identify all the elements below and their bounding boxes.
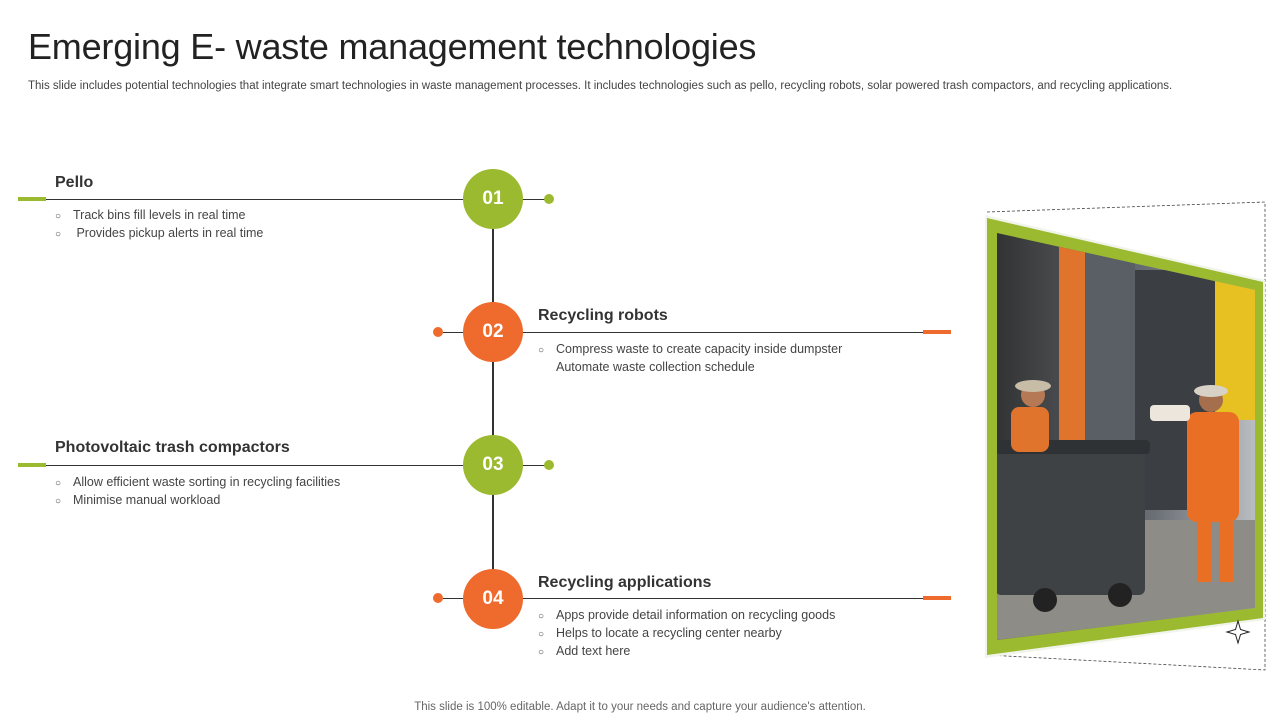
- item-1-accent: [18, 197, 46, 201]
- item-2-number: 02: [463, 302, 523, 362]
- list-item: Automate waste collection schedule: [556, 360, 755, 374]
- item-3-connector: [520, 465, 546, 466]
- list-item: ○Allow efficient waste sorting in recycl…: [55, 474, 340, 492]
- item-2-bullets: ○Compress waste to create capacity insid…: [538, 341, 842, 375]
- list-item: ○Track bins fill levels in real time: [55, 207, 263, 225]
- item-3-number: 03: [463, 435, 523, 495]
- item-1-bullets: ○Track bins fill levels in real time ○ P…: [55, 207, 263, 243]
- item-4-dot: [433, 593, 443, 603]
- list-item: ○Add text here: [538, 643, 835, 661]
- item-1-connector: [520, 199, 546, 200]
- sparkle-icon: [1225, 619, 1251, 645]
- waste-collection-photo: [985, 201, 1266, 671]
- item-2-line: [522, 332, 924, 333]
- bullet-icon: ○: [538, 611, 545, 622]
- list-item: ○ Provides pickup alerts in real time: [55, 225, 263, 243]
- item-3-line: [46, 465, 466, 466]
- timeline-spine: [492, 200, 494, 600]
- item-4-number: 04: [463, 569, 523, 629]
- item-2-dot: [433, 327, 443, 337]
- list-item: ○Minimise manual workload: [55, 492, 340, 510]
- bullet-icon: ○: [55, 496, 62, 507]
- item-4-accent: [923, 596, 951, 600]
- item-1-number: 01: [463, 169, 523, 229]
- item-2-accent: [923, 330, 951, 334]
- item-4-connector: [443, 598, 465, 599]
- item-2-title: Recycling robots: [538, 307, 668, 324]
- bullet-icon: ○: [55, 478, 62, 489]
- list-item: ○Compress waste to create capacity insid…: [538, 341, 842, 359]
- list-item: ○Apps provide detail information on recy…: [538, 607, 835, 625]
- item-2-connector: [443, 332, 465, 333]
- item-4-bullets: ○Apps provide detail information on recy…: [538, 607, 835, 661]
- page-title: Emerging E- waste management technologie…: [28, 26, 757, 67]
- list-item: ○Helps to locate a recycling center near…: [538, 625, 835, 643]
- page-subtitle: This slide includes potential technologi…: [28, 80, 1173, 92]
- item-1-dot: [544, 194, 554, 204]
- item-3-bullets: ○Allow efficient waste sorting in recycl…: [55, 474, 340, 510]
- bullet-icon: ○: [55, 211, 62, 222]
- item-4-line: [522, 598, 924, 599]
- item-3-accent: [18, 463, 46, 467]
- bullet-icon: ○: [538, 345, 545, 356]
- item-4-title: Recycling applications: [538, 574, 712, 591]
- bullet-icon: ○: [538, 647, 545, 658]
- bullet-icon: ○: [55, 229, 62, 240]
- item-3-title: Photovoltaic trash compactors: [55, 439, 290, 456]
- item-1-title: Pello: [55, 174, 94, 191]
- bullet-icon: ○: [538, 629, 545, 640]
- item-3-dot: [544, 460, 554, 470]
- item-1-line: [46, 199, 466, 200]
- footer-note: This slide is 100% editable. Adapt it to…: [414, 701, 866, 713]
